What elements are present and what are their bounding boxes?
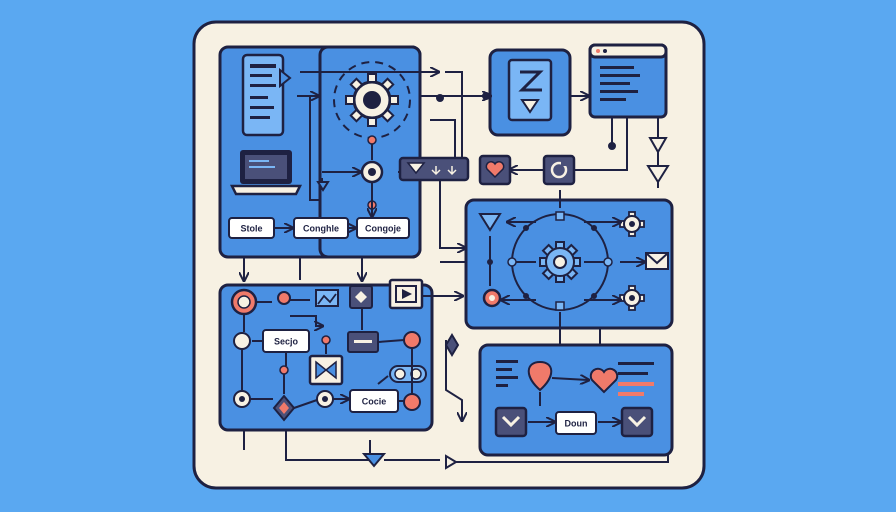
label-box-conghle: Conghle	[293, 217, 349, 239]
control-strip	[398, 156, 470, 182]
gear-icon	[539, 241, 581, 283]
heart-icon	[478, 154, 512, 186]
triangle-icon	[316, 181, 330, 192]
label-conghle: Conghle	[303, 224, 339, 234]
triangle-icon	[361, 453, 387, 468]
browser-window-icon	[588, 43, 668, 119]
triangle-icon	[478, 213, 502, 232]
diamond-node	[444, 333, 460, 357]
document-icon	[241, 53, 292, 137]
skip-icon	[308, 354, 344, 386]
gear-icon	[619, 285, 645, 311]
chevron-down-icon	[494, 406, 528, 438]
label-doun: Doun	[565, 419, 588, 429]
flow-node	[482, 211, 613, 311]
refresh-icon	[542, 154, 576, 186]
label-congoje: Congoje	[365, 224, 401, 234]
play-icon	[388, 278, 424, 310]
laptop-icon	[229, 150, 303, 196]
label-box-doun: Doun	[555, 411, 597, 435]
location-pin-icon	[527, 360, 553, 392]
connector-lines	[440, 190, 644, 360]
label-box-cocie: Cocie	[349, 389, 399, 413]
list-icon	[496, 360, 654, 396]
chevron-down-icon	[620, 406, 654, 438]
triangle-icon	[648, 137, 668, 155]
label-secjo: Secjo	[274, 337, 299, 347]
mail-icon	[645, 252, 669, 270]
chart-icon	[315, 289, 339, 307]
diamond-node	[349, 285, 373, 309]
connector-lines	[241, 296, 462, 461]
label-box-secjo: Secjo	[262, 329, 310, 353]
connector-lines	[244, 72, 438, 280]
document-icon	[488, 48, 572, 137]
label-stole: Stole	[240, 224, 262, 234]
triangle-icon	[445, 454, 458, 470]
diamond-node	[272, 394, 296, 422]
toggle-icon	[389, 365, 427, 383]
label-box-stole: Stole	[228, 217, 275, 239]
connector-lines	[452, 378, 669, 463]
gear-icon	[619, 211, 645, 237]
triangle-icon	[646, 165, 670, 184]
label-cocie: Cocie	[362, 397, 387, 407]
heart-icon	[589, 367, 619, 394]
label-box-congoje: Congoje	[356, 217, 410, 239]
control-strip	[347, 331, 379, 353]
